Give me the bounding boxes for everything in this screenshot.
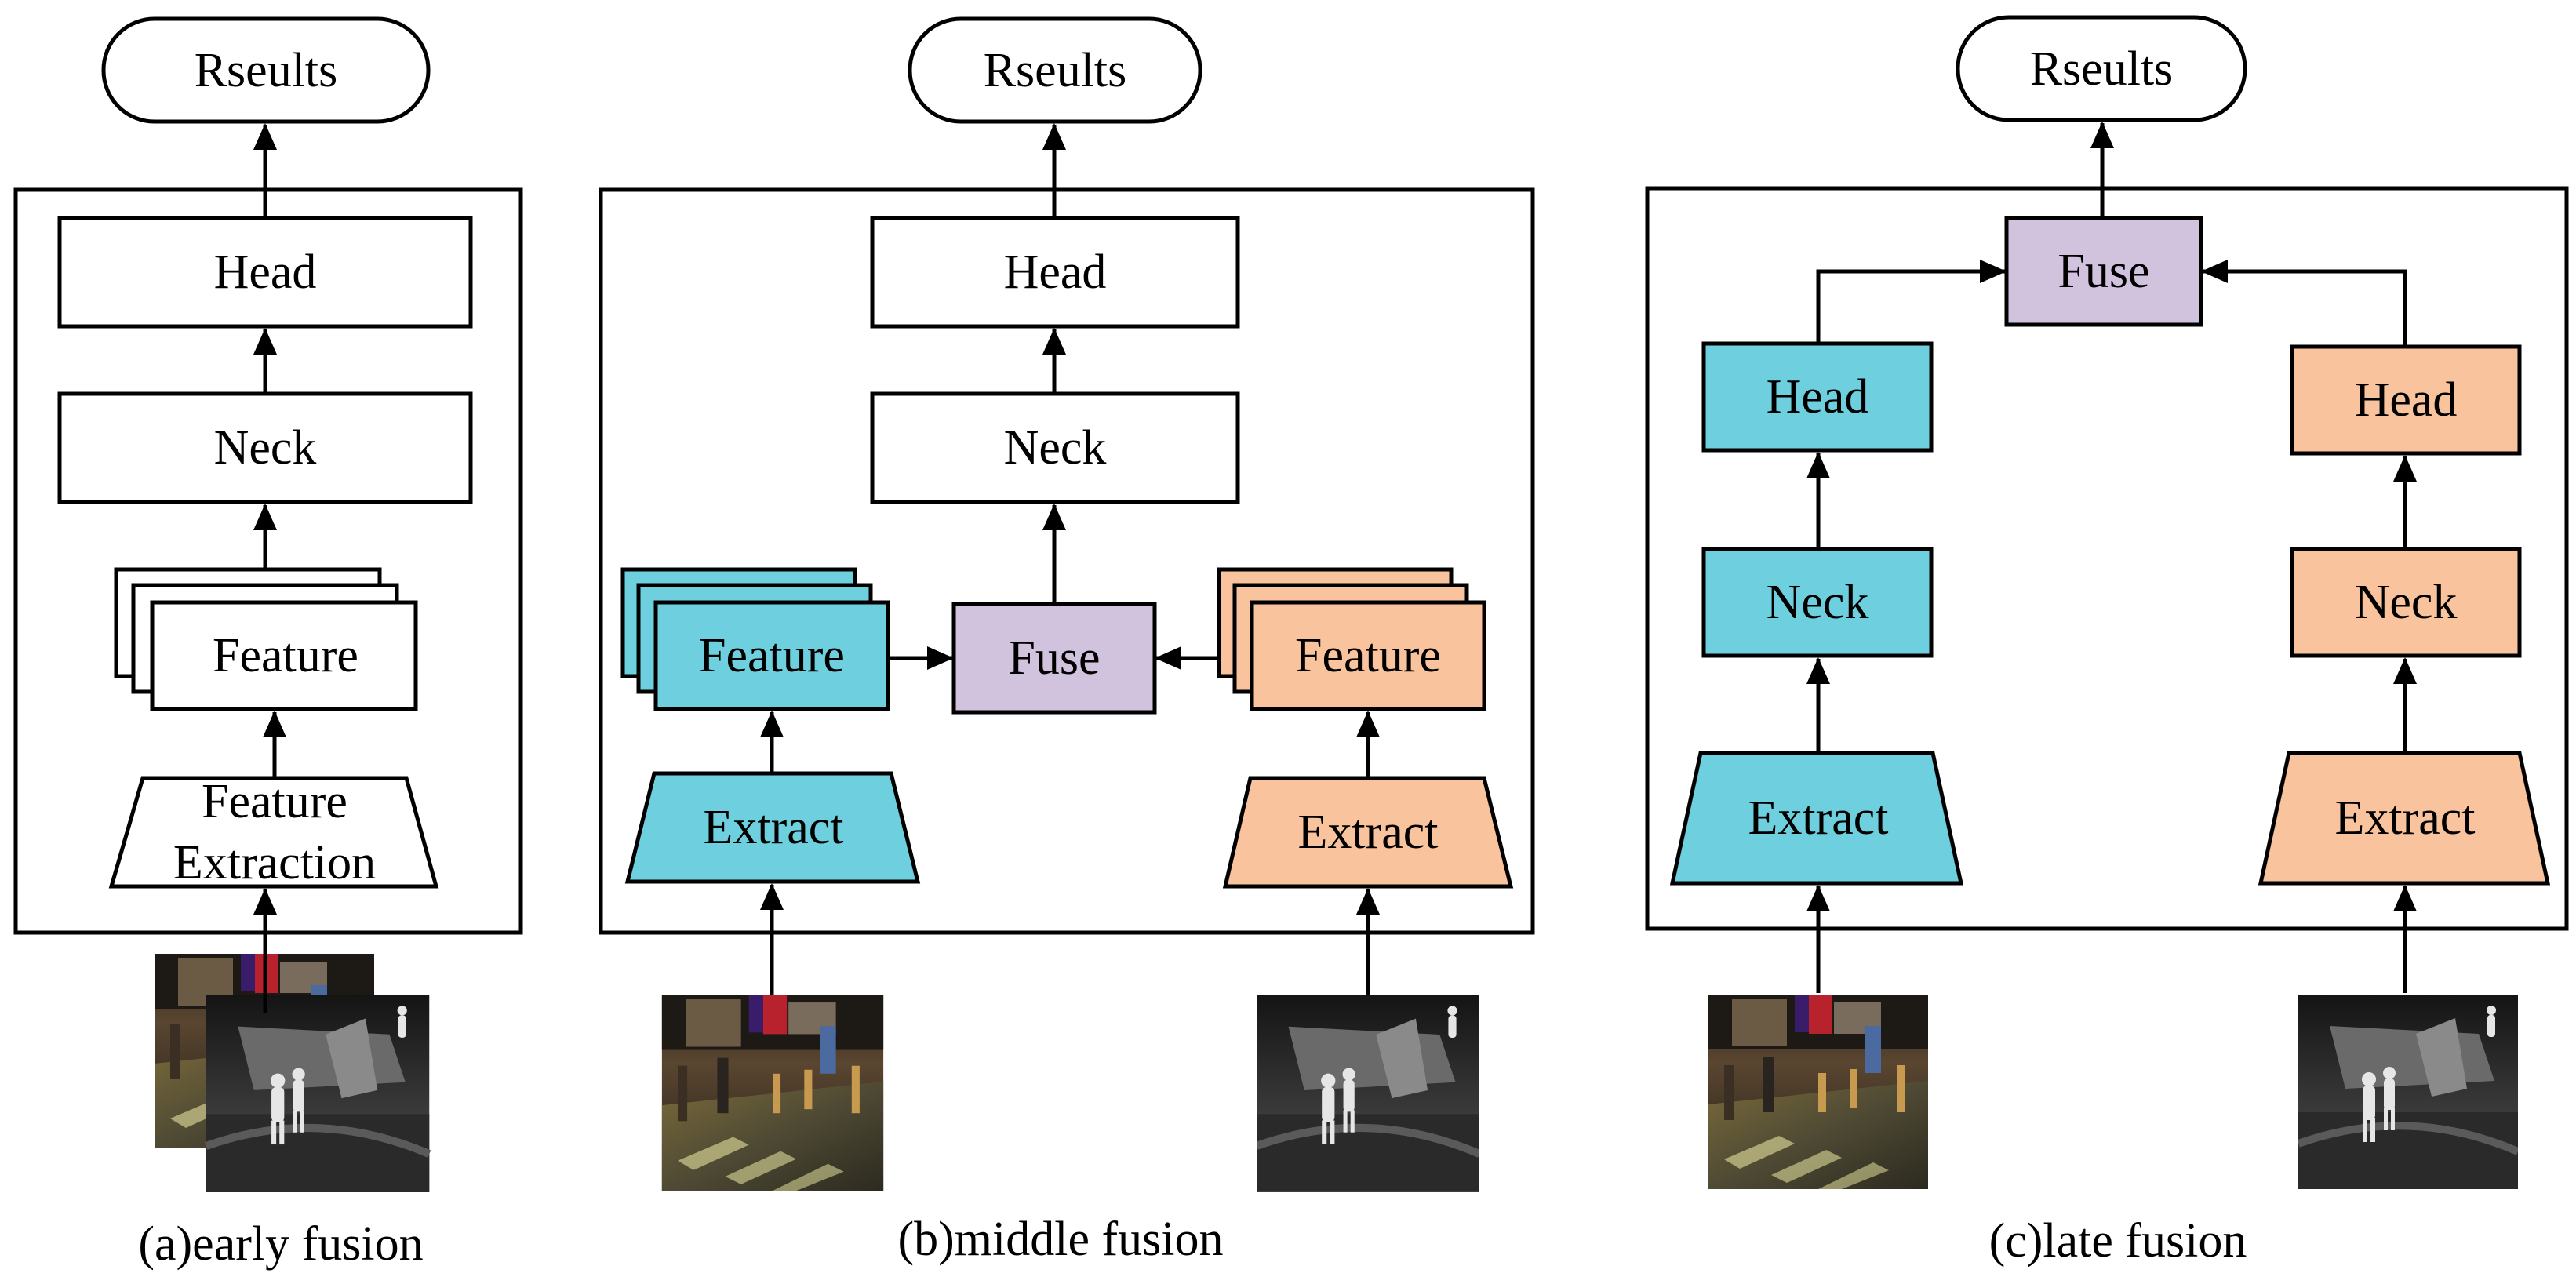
panel-a-results-label: Rseults xyxy=(195,44,338,97)
panel-a-thermal-image xyxy=(206,995,430,1192)
panel-c-visible-image xyxy=(1708,995,1928,1189)
panel-b-arrows xyxy=(760,123,1380,995)
panel-a-arrows xyxy=(253,123,286,1013)
panel-b-feature-stack-right xyxy=(1217,567,1486,711)
panel-b-results-node xyxy=(908,16,1202,124)
panel-b-frame xyxy=(599,187,1535,935)
panel-c-results-label: Rseults xyxy=(2030,42,2174,96)
panel-a-extraction-line2: Extraction xyxy=(173,836,376,889)
panel-b-thermal-image xyxy=(1257,995,1479,1192)
panel-c-head-left-box xyxy=(1701,341,1934,453)
panel-a-feature-extraction-trapezoid xyxy=(108,776,439,889)
panel-c-neck-right-label: Neck xyxy=(2355,576,2458,629)
panel-b-extract-right-trapezoid xyxy=(1222,776,1514,889)
panel-c-extract-left-label: Extract xyxy=(1748,791,1888,845)
panel-middle-fusion: Rseults Head Neck Fuse Feature Feature E… xyxy=(599,16,1535,1266)
panel-b-extract-left-trapezoid xyxy=(624,771,921,884)
panel-c-neck-left-label: Neck xyxy=(1766,576,1869,629)
panel-b-extract-right-label: Extract xyxy=(1297,806,1438,859)
panel-c-caption: (c)late fusion xyxy=(1989,1214,2247,1268)
panel-b-neck-box xyxy=(870,391,1240,504)
panel-b-visible-image xyxy=(661,995,884,1191)
panel-b-neck-label: Neck xyxy=(1004,421,1107,475)
panel-c-frame xyxy=(1645,186,2569,931)
panel-b-head-label: Head xyxy=(1004,246,1107,299)
panel-a-results-node xyxy=(101,16,431,124)
panel-b-caption: (b)middle fusion xyxy=(898,1213,1224,1266)
panel-a-extraction-line1: Feature xyxy=(202,775,347,828)
panel-c-extract-left-trapezoid xyxy=(1669,751,1964,886)
panel-b-head-box xyxy=(870,216,1240,329)
panel-early-fusion: Rseults Head Neck Feature Feature Extrac… xyxy=(13,16,523,1271)
panel-c-head-right-label: Head xyxy=(2355,373,2458,427)
panel-b-results-label: Rseults xyxy=(984,44,1127,97)
panel-a-caption: (a)early fusion xyxy=(138,1217,423,1271)
panel-c-extract-right-trapezoid xyxy=(2258,751,2551,886)
panel-a-head-label: Head xyxy=(214,246,317,299)
panel-c-head-right-box xyxy=(2290,344,2522,456)
panel-c-fuse-label: Fuse xyxy=(2058,245,2149,298)
panel-a-input-images xyxy=(155,954,429,1192)
panel-b-feature-stack-left xyxy=(620,567,890,711)
panel-a-head-box xyxy=(57,216,473,329)
panel-c-arrows xyxy=(1806,122,2417,993)
panel-c-fuse-box xyxy=(2004,216,2203,327)
panel-a-feature-label: Feature xyxy=(213,629,358,682)
panel-c-head-left-label: Head xyxy=(1766,370,1869,424)
panel-c-extract-right-label: Extract xyxy=(2334,791,2475,845)
panel-b-fuse-label: Fuse xyxy=(1008,631,1100,685)
panel-a-frame xyxy=(13,187,523,935)
panel-a-feature-stack xyxy=(114,567,418,711)
panel-b-extract-left-label: Extract xyxy=(703,801,843,854)
panel-c-results-node xyxy=(1956,15,2247,122)
panel-c-thermal-image xyxy=(2298,995,2518,1189)
panel-a-neck-label: Neck xyxy=(214,421,317,475)
panel-b-feature-left-label: Feature xyxy=(699,629,845,682)
panel-late-fusion: Rseults Fuse Head Neck Extract Head Neck… xyxy=(1645,15,2569,1268)
panel-b-feature-right-label: Feature xyxy=(1295,629,1441,682)
